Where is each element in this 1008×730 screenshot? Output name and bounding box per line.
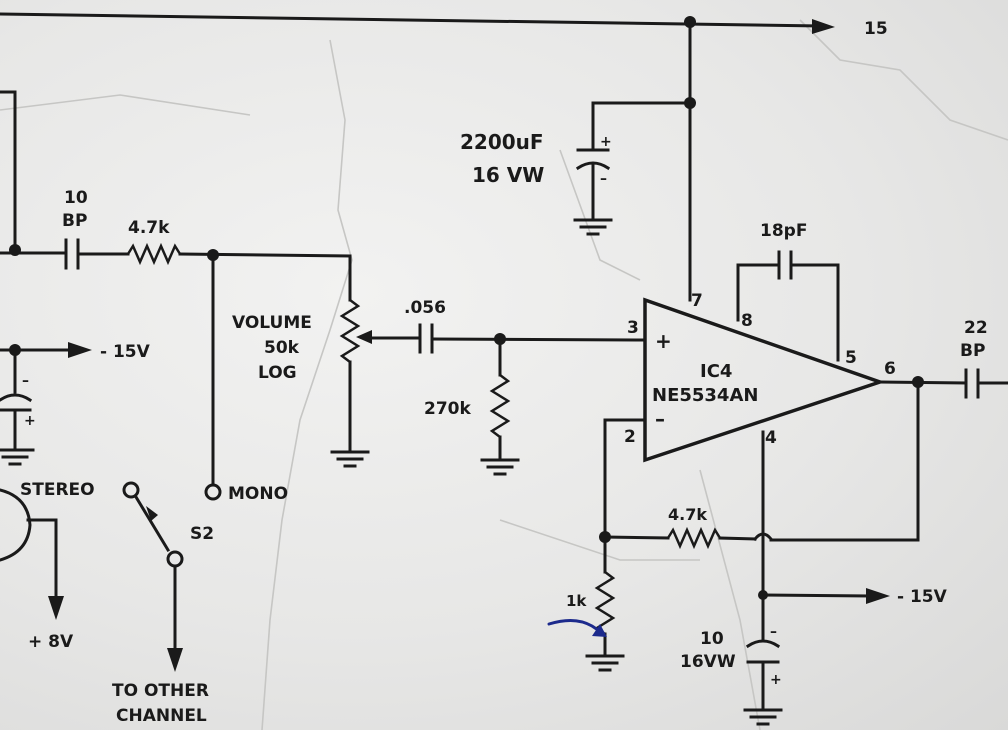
- neg-supply-left-label: - 15V: [100, 342, 151, 362]
- polarity-minus: –: [600, 171, 607, 187]
- ground-symbol: [330, 450, 370, 468]
- positive-rail-label: 15: [864, 19, 888, 39]
- c-output-type-label: BP: [960, 341, 985, 361]
- c-supply-value-label: 2200uF: [460, 130, 544, 154]
- r-bias-resistor: [489, 374, 511, 438]
- c-input-type-label: BP: [62, 211, 87, 231]
- input-wire: [178, 252, 352, 258]
- plus8-wire: [26, 518, 58, 602]
- r-bias-label: 270k: [424, 399, 471, 419]
- r-ground-resistor: [594, 571, 616, 635]
- stereo-terminal: [122, 481, 140, 499]
- feedback-wire: [769, 380, 920, 542]
- r-feedback-resistor: [666, 526, 722, 550]
- r-feedback-label: 4.7k: [668, 505, 707, 524]
- mono-label: MONO: [228, 484, 288, 504]
- positive-rail-wire: [0, 12, 822, 28]
- mono-terminal: [204, 483, 222, 501]
- c-output-value-label: 22: [964, 318, 988, 338]
- comp-wire: [789, 263, 840, 362]
- switch-common-terminal: [166, 550, 184, 568]
- stereo-label: STEREO: [20, 480, 95, 500]
- ground-symbol: [743, 708, 783, 726]
- plus8-arrow: [48, 596, 64, 620]
- other-channel-label-line1: TO OTHER: [112, 681, 209, 701]
- c-feedback-label: 18pF: [760, 221, 807, 241]
- ground-symbol: [0, 448, 35, 466]
- junction-dot: [684, 16, 696, 28]
- r-ground-label: 1k: [566, 592, 587, 610]
- volume-name-label: VOLUME: [232, 313, 312, 333]
- noninv-input-wire: [430, 337, 646, 342]
- pin-2-label: 2: [624, 427, 636, 447]
- r-input-resistor: [126, 242, 182, 266]
- polarity-minus: –: [770, 624, 777, 640]
- feedback-wire: [603, 535, 670, 540]
- other-channel-label-line2: CHANNEL: [116, 706, 207, 726]
- pin-4-label: 4: [765, 428, 777, 448]
- partial-jack-symbol: [0, 488, 32, 562]
- pin-3-label: 3: [627, 318, 639, 338]
- neg-supply-left-arrow: [68, 342, 92, 358]
- ic-part-label: NE5534AN: [652, 385, 758, 406]
- polarity-minus: –: [22, 373, 29, 389]
- annotation-arrow-head: [592, 624, 607, 637]
- paper-creases: [0, 19, 1008, 730]
- ground-symbol: [480, 458, 520, 476]
- feedback-wire: [718, 536, 757, 541]
- neg-supply-wire: [761, 593, 872, 598]
- supply-cap-wire: [591, 101, 692, 150]
- switch-s2-blade: [133, 494, 171, 553]
- volume-potentiometer: [339, 299, 361, 363]
- wiper-arrow: [356, 330, 372, 344]
- ic-ref-label: IC4: [700, 361, 732, 382]
- c-bypass-value-label: 10: [700, 629, 724, 649]
- switch-s2-arrow: [146, 506, 158, 521]
- neg-supply-right-label: - 15V: [897, 587, 948, 607]
- c-input-value-label: 10: [64, 188, 88, 208]
- pin-5-label: 5: [845, 348, 857, 368]
- volume-value-label: 50k: [264, 338, 300, 358]
- opamp-minus-sign: –: [655, 407, 665, 431]
- ground-symbol: [573, 218, 613, 236]
- c-left-plate-top: [0, 393, 33, 403]
- annotation-arrow-stroke: [547, 619, 606, 636]
- pin-7-label: 7: [691, 291, 703, 311]
- c-bypass-rating-label: 16VW: [680, 652, 736, 672]
- r-input-label: 4.7k: [128, 218, 170, 238]
- c-supply-rating-label: 16 VW: [472, 163, 544, 187]
- other-channel-arrow: [167, 648, 183, 672]
- neg-supply-arrow: [866, 588, 890, 604]
- comp-wire: [736, 263, 781, 322]
- left-input-wire: [0, 90, 17, 252]
- polarity-plus: +: [24, 413, 36, 429]
- opamp-plus-sign: +: [655, 329, 672, 353]
- ground-symbol: [585, 654, 625, 672]
- opamp-body: [643, 297, 886, 463]
- volume-taper-label: LOG: [258, 363, 297, 383]
- polarity-plus: +: [600, 134, 612, 150]
- pin-6-label: 6: [884, 359, 896, 379]
- pin-8-label: 8: [741, 311, 753, 331]
- c-bypass-plate-top: [745, 639, 781, 649]
- inv-input-wire: [603, 418, 646, 538]
- switch-ref-label: S2: [190, 524, 214, 544]
- c-coupling-label: .056: [404, 298, 446, 318]
- polarity-plus: +: [770, 672, 782, 688]
- positive-rail-arrow: [812, 19, 835, 34]
- plus8-label: + 8V: [28, 632, 74, 652]
